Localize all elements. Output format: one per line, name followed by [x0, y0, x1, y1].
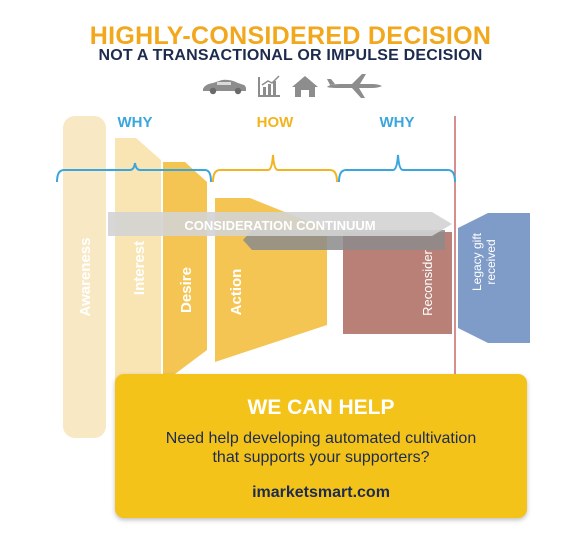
awareness-stage: [63, 116, 106, 438]
why-right-label: WHY: [380, 114, 415, 131]
continuum-label: CONSIDERATION CONTINUUM: [184, 218, 375, 233]
legacy-label-line2: received: [484, 239, 498, 284]
house-icon: [292, 76, 318, 97]
awareness-label: Awareness: [77, 238, 94, 317]
we-can-help-box: WE CAN HELP Need help developing automat…: [115, 374, 527, 518]
how-bracket: [212, 154, 338, 183]
interest-label: Interest: [131, 241, 148, 295]
cta-body: Need help developing automated cultivati…: [115, 429, 527, 467]
why-right-bracket: [338, 154, 456, 183]
continuum-arrow-forward: [108, 212, 452, 236]
page-title: HIGHLY-CONSIDERED DECISION: [89, 22, 492, 50]
chart-icon: [258, 75, 280, 97]
cta-line2: that supports your supporters?: [212, 449, 430, 466]
desire-label: Desire: [178, 267, 195, 313]
how-label: HOW: [257, 114, 295, 131]
car-icon: [203, 79, 246, 95]
legacy-label-line1: Legacy gift: [470, 232, 484, 291]
cta-line1: Need help developing automated cultivati…: [165, 430, 477, 447]
icon-row: [203, 74, 382, 98]
page-subtitle: NOT A TRANSACTIONAL OR IMPULSE DECISION: [98, 47, 483, 64]
legacy-stage: [458, 213, 530, 343]
action-label: Action: [228, 269, 245, 316]
cta-heading: WE CAN HELP: [247, 396, 395, 419]
interest-stage: [115, 138, 161, 425]
airplane-icon: [327, 74, 382, 98]
why-left-bracket: [56, 162, 212, 183]
reconsider-stage: [343, 232, 452, 334]
why-left-label: WHY: [118, 114, 153, 131]
reconsider-label: Reconsider: [420, 249, 435, 315]
website-link[interactable]: imarketsmart.com: [252, 484, 390, 501]
